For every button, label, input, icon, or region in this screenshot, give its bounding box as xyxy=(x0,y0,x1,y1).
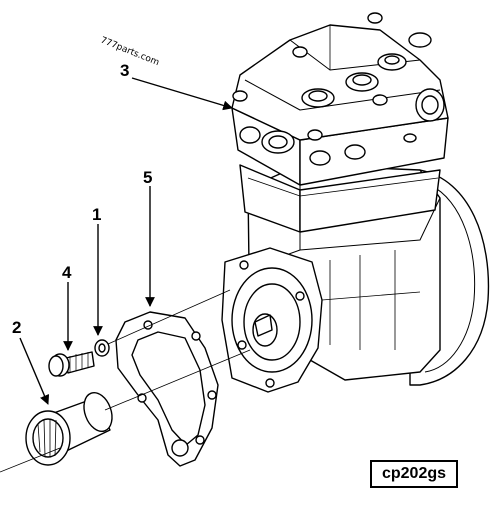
callout-5: 5 xyxy=(143,168,152,187)
leader-lines xyxy=(19,77,233,405)
bolt xyxy=(48,351,95,377)
callout-1: 1 xyxy=(92,205,101,224)
centerline xyxy=(0,289,251,473)
callout-2: 2 xyxy=(12,318,21,337)
compressor-body xyxy=(221,12,490,393)
callout-4: 4 xyxy=(62,263,72,282)
diagram-code-label: cp202gs xyxy=(370,460,458,488)
callout-3: 3 xyxy=(120,61,129,80)
watermark: 777parts.com xyxy=(99,36,161,69)
gasket xyxy=(115,311,219,467)
head-bolts xyxy=(232,12,417,143)
coupling-sleeve xyxy=(25,391,113,466)
